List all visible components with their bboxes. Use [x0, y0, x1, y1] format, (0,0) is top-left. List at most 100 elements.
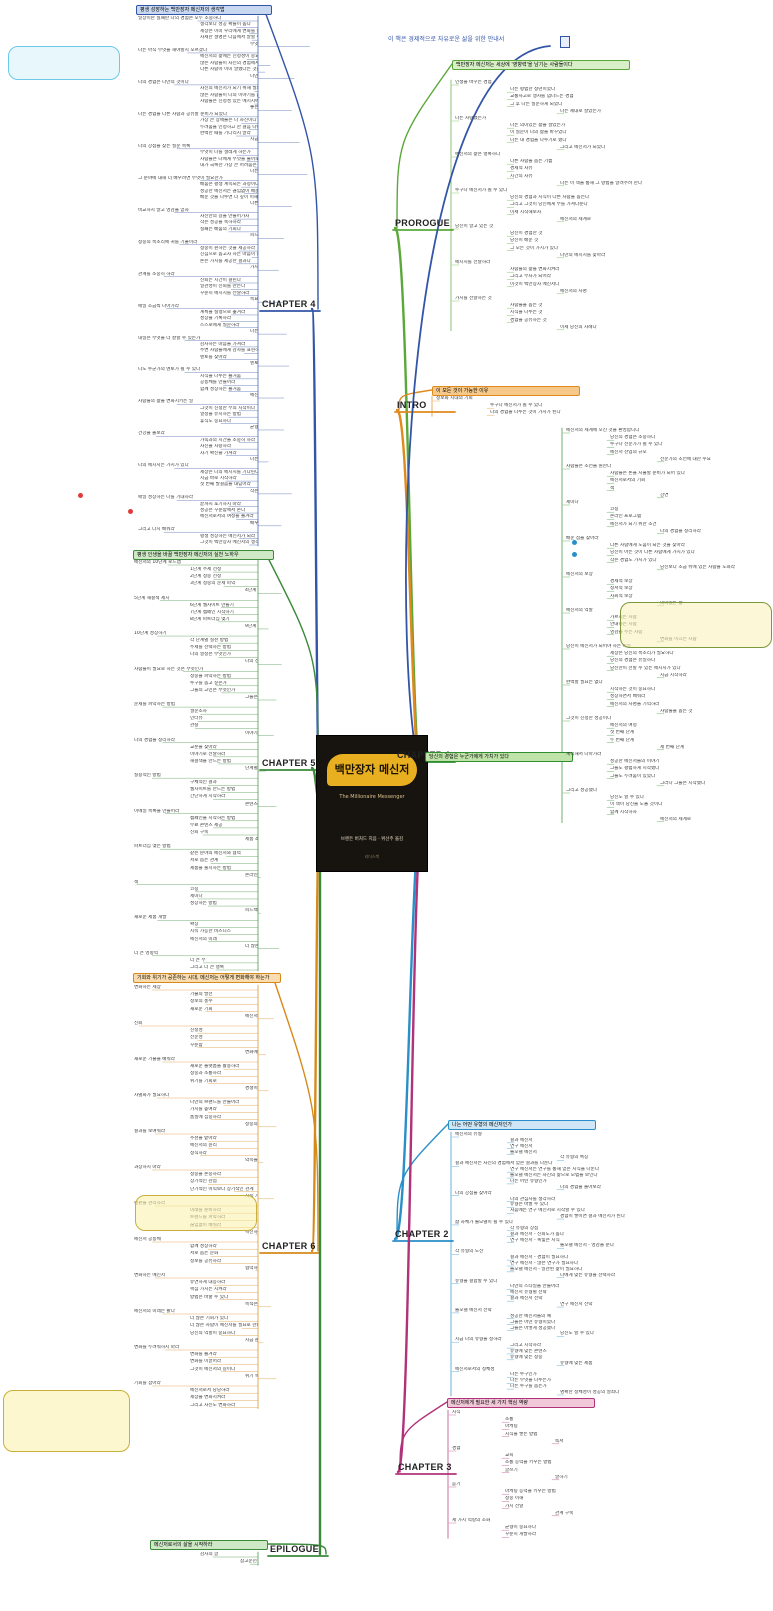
node-ch5-36[interactable]: 캠페인을 시작하는 방법 — [190, 815, 236, 821]
node-ch5-56[interactable]: 더 큰 부 — [190, 957, 206, 963]
node-ch1-46[interactable]: 성공한 메신저들의 이야기 — [610, 759, 660, 765]
node-prologue-24[interactable]: 나만의 메시지를 찾아라 — [560, 252, 606, 258]
node-ch4-5[interactable]: 나는 아직 무엇을 해야할지 모르겠다 — [138, 47, 208, 53]
node-ch1-48[interactable]: 그들도 두려움이 있었다 — [610, 773, 656, 779]
node-ch3-4[interactable]: 독서 — [555, 1438, 564, 1444]
node-ch1-10[interactable]: 세미나 — [566, 500, 579, 505]
node-ch2-26[interactable]: 나만의 스타일을 만들어라 — [510, 1284, 560, 1290]
node-ch2-0[interactable]: 메신저의 유형 — [455, 1132, 482, 1137]
node-ch4-21[interactable]: 무엇이 나를 설레게 하는가 — [200, 150, 251, 156]
node-ch4-61[interactable]: 그것이 진정한 부의 시작이다 — [200, 405, 256, 411]
node-ch1-14[interactable]: 나의 경험을 정리하라 — [660, 528, 701, 534]
node-ch2-12[interactable]: 유형은 바뀔 수 있다 — [510, 1202, 549, 1208]
node-ch5-30[interactable]: 실용적인 방법 — [134, 773, 161, 779]
node-ch1-5[interactable]: 사람들은 조언을 원한다 — [566, 464, 612, 469]
chapter-header-prologue[interactable]: 백만장자 메신저는 세상에 '영향력'을 남기는 사람들이다 — [452, 60, 630, 70]
node-ch1-16[interactable]: 다른 사람에게 도움이 되는 것을 찾아라 — [610, 543, 685, 549]
node-ch1-35[interactable]: 완벽할 필요는 없다 — [566, 680, 603, 685]
node-ch4-22[interactable]: 사람들은 나에게 무엇을 물어보는가 — [200, 156, 258, 162]
node-ch2-15[interactable]: 삶 자체가 롤모델이 될 수 있다 — [455, 1219, 514, 1225]
node-ch4-36[interactable]: 청중이 원하는 것을 제공하라 — [200, 246, 256, 252]
node-ch3-16[interactable]: 균형이 중요하다 — [505, 1525, 537, 1531]
node-ch6-23[interactable]: 정직하라 — [190, 1150, 207, 1156]
node-ch5-5[interactable]: 5단계 해결책 제시 — [134, 595, 170, 601]
node-ch2-44[interactable]: 명확한 정체성이 성공의 열쇠다 — [560, 1390, 620, 1395]
node-ch4-9[interactable]: 나만의 목소리로 전달할 수 있다 — [250, 73, 258, 79]
node-ch1-12[interactable]: 온라인 프로그램 — [610, 514, 642, 520]
node-ch1-8[interactable]: 책 — [610, 485, 615, 491]
node-ch3-15[interactable]: 세 가지 역량의 조화 — [452, 1518, 491, 1523]
node-ch4-3[interactable]: 자세한 설명은 다음에서 말할 수 있다 — [200, 35, 258, 41]
node-ch4-68[interactable]: 자기 확신을 가져라 — [200, 450, 237, 456]
node-ch4-1[interactable]: 생각보다 성공 확률이 높다 — [200, 22, 251, 28]
node-prologue-31[interactable]: 사람들을 돕는 것 — [510, 303, 543, 309]
chapter-header-epilogue[interactable]: 메신저로서의 삶을 시작하라 — [150, 1540, 268, 1550]
node-ch6-28[interactable]: 단기적인 이익보다 장기적인 관계 — [190, 1186, 254, 1192]
node-ch4-72[interactable]: 지금 바로 시작하라 — [200, 476, 237, 482]
node-ch4-0[interactable]: 일상이란 실패란 나의 경험은 모두 소중하다 — [138, 16, 222, 21]
node-ch4-59[interactable]: 메신저의 사명을 기억하라 — [250, 393, 258, 399]
node-ch3-7[interactable]: 소통 능력을 키우는 방법 — [505, 1460, 552, 1466]
node-ch4-14[interactable]: 좋은 질문이 좋은 답을 이끈다 — [250, 105, 258, 111]
node-ch3-12[interactable]: 청중 이해 — [505, 1496, 524, 1502]
node-ch4-8[interactable]: 다른 사람이 이미 말했다는 것은 문제가 아니다 — [200, 67, 258, 73]
node-prologue-32[interactable]: 지식을 나누는 것 — [510, 310, 543, 316]
node-ch4-65[interactable]: 건강을 돌보라 — [138, 431, 165, 437]
node-prologue-7[interactable]: 이 질문이 나의 삶을 바꾸었다 — [510, 130, 567, 136]
node-ch6-45[interactable]: 메신저의 미래는 밝다 — [134, 1309, 175, 1314]
chapter-header-ch5[interactable]: 평생 인생을 바꿀 백만장자 메신저의 실천 노하우 — [133, 550, 274, 560]
node-ch6-10[interactable]: 새로운 기술을 배워라 — [134, 1057, 175, 1062]
node-ch6-8[interactable]: 꾸준함 — [190, 1042, 203, 1048]
node-ch6-2[interactable]: 정보의 홍수 — [190, 999, 213, 1005]
node-ch1-3[interactable]: 메신저 산업의 규모 — [610, 449, 647, 455]
node-ch5-12[interactable]: 주제를 선택하는 방법 — [190, 645, 231, 651]
node-ch1-38[interactable]: 메신저의 사명을 기억하라 — [610, 701, 660, 707]
node-ch2-16[interactable]: 각 유형의 장점 — [510, 1225, 539, 1231]
node-prologue-27[interactable]: 그리고 부자가 되어라 — [510, 274, 551, 280]
node-ch2-36[interactable]: 그리고 시작하라 — [510, 1343, 542, 1349]
node-ch4-82[interactable]: 그것이 백만장자 메신저의 생각법이다 — [200, 540, 258, 545]
node-ch5-52[interactable]: 지속 가능한 비즈니스 — [190, 929, 231, 935]
node-ch5-57[interactable]: 그리고 더 큰 행복 — [190, 965, 224, 970]
node-ch5-24[interactable]: 이야기를 만드는 방법 — [245, 730, 258, 736]
chapter-header-ch4[interactable]: 평생 성장하는 백만장자 메신저의 생각법 — [136, 5, 272, 15]
node-prologue-22[interactable]: 당신이 배운 것 — [510, 238, 539, 244]
node-ch5-10[interactable]: 10단계 성장하기 — [134, 631, 167, 637]
node-ch1-49[interactable]: 그러나 그들은 시작했다 — [660, 780, 706, 786]
node-ch5-37[interactable]: 무료 콘텐츠 제공 — [190, 822, 223, 828]
node-ch2-35[interactable]: 지금 나의 유형을 정하라 — [455, 1337, 502, 1343]
node-ch6-22[interactable]: 메신저의 윤리 — [190, 1143, 217, 1149]
node-ch6-20[interactable]: 결과를 보여줘라 — [134, 1129, 166, 1134]
node-ch5-15[interactable]: 사람들이 필요로 하는 것은 무엇인가 — [134, 666, 204, 672]
node-ch6-48[interactable]: 당신의 역할이 중요하다 — [190, 1330, 236, 1336]
chapter-label-epilogue[interactable]: EPILOGUE — [270, 1544, 319, 1554]
node-prologue-21[interactable]: 당신이 경험한 것 — [510, 231, 543, 237]
node-prologue-13[interactable]: 시간의 자유 — [510, 173, 533, 179]
node-ch5-20[interactable]: 문제를 파악하는 방법 — [134, 702, 175, 708]
node-ch4-76[interactable]: 끝까지 포기하지 마라 — [200, 501, 241, 507]
node-ch5-41[interactable]: 같은 분야의 메신저와 협력 — [190, 851, 241, 857]
node-intro-1[interactable]: 누구나 메신저가 될 수 있다 — [490, 403, 543, 409]
node-ch5-39[interactable]: 제품 소개 — [245, 837, 258, 843]
node-ch1-40[interactable]: 그것이 진정한 성공이다 — [566, 716, 612, 721]
node-ch2-28[interactable]: 결과 메신저 전략 — [510, 1296, 543, 1302]
node-ch1-44[interactable]: 세 번째 단계 — [660, 744, 685, 750]
node-ch2-11[interactable]: 나의 관심사를 생각하라 — [510, 1196, 556, 1202]
node-ch5-22[interactable]: 인터뷰 — [190, 716, 203, 722]
node-ch5-33[interactable]: 간단하게 시작하라 — [190, 794, 226, 800]
node-ch2-3[interactable]: 롤모델 메신저 — [510, 1149, 537, 1155]
node-ch2-41[interactable]: 나는 누구인가 — [510, 1372, 537, 1378]
node-prologue-18[interactable]: 이제 시작해보자 — [510, 209, 542, 215]
node-ch3-9[interactable]: 말하기 — [555, 1474, 568, 1480]
node-ch4-80[interactable]: 그리고 다시 배워라 — [138, 527, 175, 533]
node-ch4-44[interactable]: 목표를 구체적으로 세워라 — [250, 297, 258, 303]
node-prologue-0[interactable]: 인생을 바꾸는 경험 — [455, 80, 492, 85]
node-ch5-53[interactable]: 메신저의 미래 — [190, 936, 217, 942]
node-ch1-30[interactable]: 당신이 메신저가 되어야 하는 이유 — [566, 644, 632, 649]
node-ch5-50[interactable]: 새로운 제품 개발 — [134, 915, 167, 921]
node-ch4-7[interactable]: 많은 사람들이 자신의 경험에서 큰 가치를 발견한다 — [200, 60, 258, 66]
node-ch4-77[interactable]: 성공은 꾸준함에서 온다 — [200, 508, 246, 514]
node-ch4-33[interactable]: 실패는 배움의 기회다 — [200, 226, 241, 232]
node-ch4-45[interactable]: 매일 조금씩 나아가라 — [138, 303, 179, 309]
node-ch4-73[interactable]: 첫 번째 발걸음을 내딛어라 — [200, 482, 251, 488]
